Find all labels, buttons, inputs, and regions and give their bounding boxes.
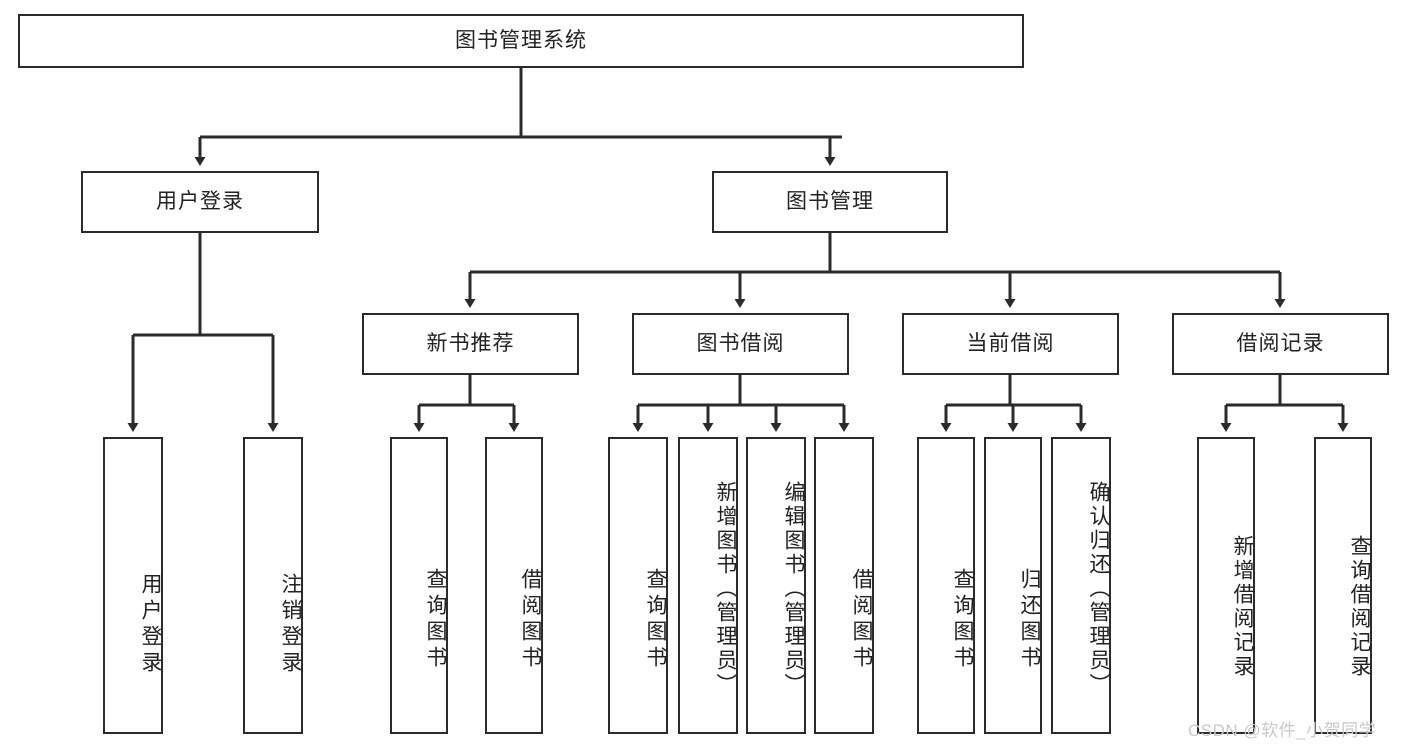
node-new-book-recommend-label: 新书推荐 [426, 332, 515, 356]
leaf-query-book-borrow[interactable]: 查询图书 [608, 437, 668, 734]
leaf-query-borrow-record-label: 查询借阅记录 [1348, 534, 1371, 679]
node-book-management-label: 图书管理 [786, 190, 874, 214]
leaf-logout-label: 注销登录 [279, 572, 302, 677]
node-book-borrow-label: 图书借阅 [696, 332, 785, 356]
leaf-confirm-return-admin[interactable]: 确认归还（管理员） [1051, 437, 1111, 734]
node-new-book-recommend[interactable]: 新书推荐 [362, 313, 579, 375]
leaf-query-book-current[interactable]: 查询图书 [917, 437, 975, 734]
leaf-borrow-book-borrow-label: 借阅图书 [850, 567, 873, 672]
node-book-borrow[interactable]: 图书借阅 [632, 313, 849, 375]
csdn-watermark: CSDN @软件_小贺同学 [1188, 721, 1377, 740]
leaf-query-book-current-label: 查询图书 [951, 567, 974, 672]
leaf-query-borrow-record[interactable]: 查询借阅记录 [1314, 437, 1372, 734]
node-book-management[interactable]: 图书管理 [712, 171, 948, 233]
leaf-query-book-recommend-label: 查询图书 [424, 567, 447, 672]
leaf-borrow-book-borrow[interactable]: 借阅图书 [814, 437, 874, 734]
leaf-user-login[interactable]: 用户登录 [103, 437, 163, 734]
node-borrow-record-label: 借阅记录 [1236, 332, 1325, 356]
node-borrow-record[interactable]: 借阅记录 [1172, 313, 1389, 375]
leaf-confirm-return-admin-label: 确认归还（管理员） [1087, 480, 1110, 697]
node-current-borrow-label: 当前借阅 [966, 332, 1055, 356]
leaf-query-book-borrow-label: 查询图书 [644, 567, 667, 672]
leaf-return-book-label: 归还图书 [1018, 567, 1041, 672]
leaf-add-borrow-record[interactable]: 新增借阅记录 [1197, 437, 1255, 734]
node-current-borrow[interactable]: 当前借阅 [902, 313, 1119, 375]
node-root[interactable]: 图书管理系统 [18, 14, 1024, 68]
leaf-add-book-admin[interactable]: 新增图书（管理员） [678, 437, 738, 734]
leaf-borrow-book-recommend-label: 借阅图书 [519, 567, 542, 672]
leaf-add-book-admin-label: 新增图书（管理员） [714, 480, 737, 697]
node-user-login-label: 用户登录 [156, 190, 244, 214]
leaf-borrow-book-recommend[interactable]: 借阅图书 [485, 437, 543, 734]
leaf-logout[interactable]: 注销登录 [243, 437, 303, 734]
leaf-return-book[interactable]: 归还图书 [984, 437, 1042, 734]
node-user-login[interactable]: 用户登录 [81, 171, 319, 233]
leaf-query-book-recommend[interactable]: 查询图书 [390, 437, 448, 734]
leaf-user-login-label: 用户登录 [139, 572, 162, 677]
node-root-label: 图书管理系统 [455, 29, 587, 53]
leaf-add-borrow-record-label: 新增借阅记录 [1231, 534, 1254, 679]
leaf-edit-book-admin[interactable]: 编辑图书（管理员） [746, 437, 806, 734]
leaf-edit-book-admin-label: 编辑图书（管理员） [782, 480, 805, 697]
